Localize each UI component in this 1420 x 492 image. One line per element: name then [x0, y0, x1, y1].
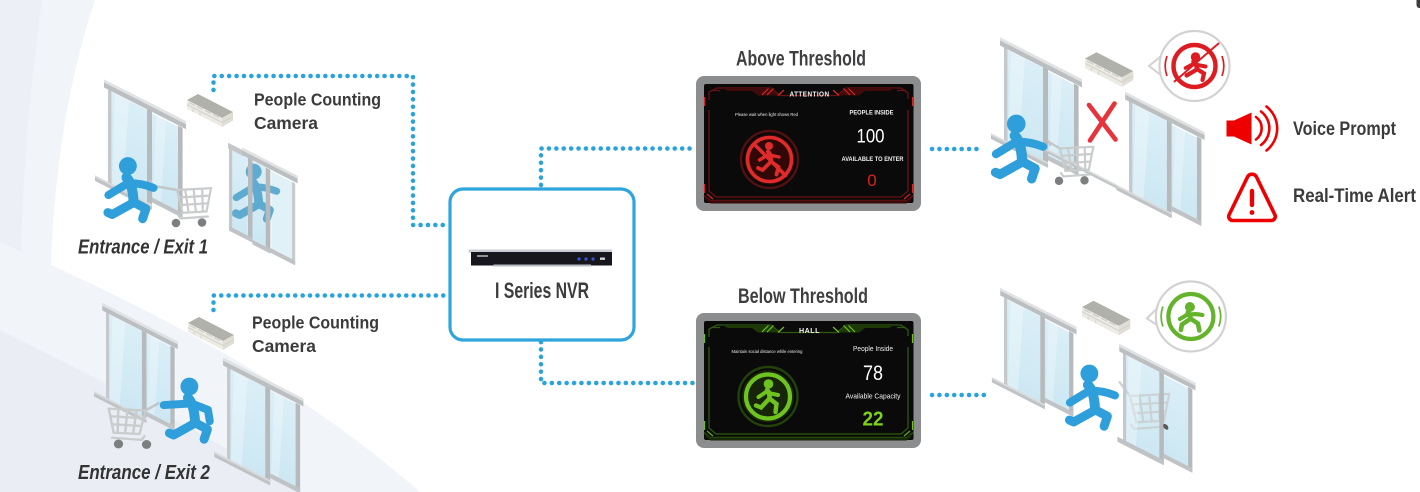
svg-text:ATTENTION: ATTENTION	[790, 90, 830, 99]
svg-text:Real-Time Alert: Real-Time Alert	[1293, 185, 1416, 207]
svg-text:People Inside: People Inside	[853, 344, 893, 353]
svg-text:Camera: Camera	[254, 113, 318, 133]
svg-text:Voice Prompt: Voice Prompt	[1293, 119, 1397, 140]
svg-text:Below Threshold: Below Threshold	[738, 284, 868, 308]
svg-text:22: 22	[863, 409, 884, 431]
svg-text:0: 0	[867, 171, 876, 190]
svg-text:HALL: HALL	[799, 326, 820, 335]
svg-text:Entrance / Exit 2: Entrance / Exit 2	[78, 462, 210, 484]
svg-text:Above Threshold: Above Threshold	[736, 47, 866, 71]
svg-text:78: 78	[863, 362, 883, 385]
svg-text:Available Capacity: Available Capacity	[846, 392, 901, 401]
svg-text:People Counting: People Counting	[252, 313, 379, 333]
svg-text:Please wait when light shows R: Please wait when light shows Red	[735, 112, 798, 117]
svg-text:100: 100	[857, 126, 885, 148]
svg-text:Camera: Camera	[252, 336, 316, 356]
svg-text:AVAILABLE TO ENTER: AVAILABLE TO ENTER	[842, 156, 904, 163]
svg-text:People Counting: People Counting	[254, 90, 381, 110]
svg-text:Entrance / Exit 1: Entrance / Exit 1	[78, 237, 208, 259]
svg-text:Maintain social distance while: Maintain social distance while entering	[732, 349, 803, 354]
svg-text:PEOPLE INSIDE: PEOPLE INSIDE	[850, 109, 895, 116]
svg-text:I Series NVR: I Series NVR	[495, 278, 589, 303]
